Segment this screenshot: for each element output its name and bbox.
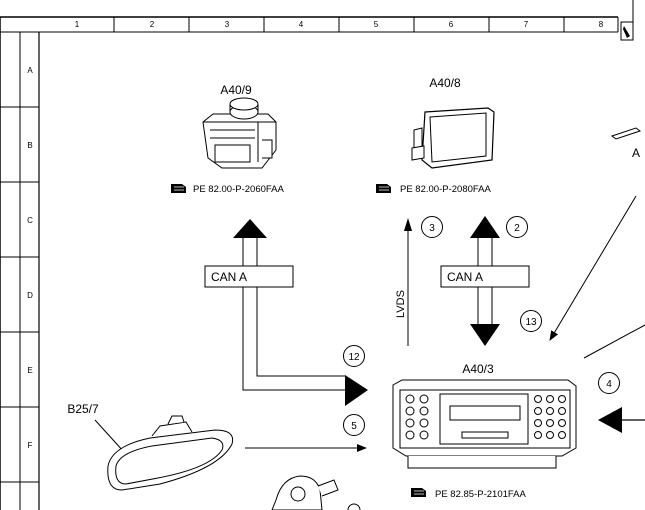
reference-hand-icon xyxy=(376,184,391,193)
can-a-right-label: CAN A xyxy=(447,270,483,284)
lvds-arrow-icon xyxy=(404,218,412,231)
b25-7-leader-line xyxy=(94,419,125,453)
can-arrow-up-left xyxy=(233,219,267,238)
camera-module-icon xyxy=(202,97,277,169)
svg-text:3: 3 xyxy=(429,223,435,234)
can-a-left-label: CAN A xyxy=(211,270,247,284)
col-label: 8 xyxy=(599,20,604,29)
svg-text:2: 2 xyxy=(514,223,520,234)
col-label: 1 xyxy=(75,20,80,29)
col-label: 2 xyxy=(150,20,155,29)
can-a-left-box xyxy=(204,265,294,288)
col-label: 6 xyxy=(449,20,454,29)
a40-8-label: A40/8 xyxy=(429,76,461,90)
line-to-a40-3 xyxy=(549,195,637,341)
column-labels: 1 2 3 4 5 6 7 8 xyxy=(75,20,604,29)
reference-hand-icon xyxy=(171,184,186,193)
svg-text:12: 12 xyxy=(348,352,360,363)
svg-text:5: 5 xyxy=(351,421,357,432)
can-arrow-right-left xyxy=(345,375,368,406)
a40-8-reference[interactable]: PE 82.00-P-2080FAA xyxy=(400,184,491,195)
callout-13[interactable]: 13 xyxy=(520,310,542,332)
col-label: 5 xyxy=(374,20,379,29)
head-unit-icon xyxy=(392,379,577,469)
a40-9-component[interactable]: A40/9 PE 82.00-P-2060FAA xyxy=(171,83,284,195)
row-label: F xyxy=(28,441,33,450)
col-label: 3 xyxy=(225,20,230,29)
can-arrow-down-right xyxy=(470,324,500,346)
row-labels: A B C D E F xyxy=(27,66,33,450)
reference-hand-icon xyxy=(411,488,426,497)
can-a-right-box xyxy=(440,265,530,288)
lvds-label: LVDS xyxy=(395,290,407,318)
mirror-icon xyxy=(107,415,234,491)
arrow-left-right-edge xyxy=(598,407,622,433)
a40-8-component[interactable]: A40/8 PE 82.00-P-2080FAA xyxy=(376,76,495,195)
display-icon xyxy=(411,107,495,169)
callout-3[interactable]: 3 xyxy=(421,216,443,238)
callout-partial xyxy=(347,503,361,510)
row-label: C xyxy=(27,216,33,225)
a40-3-component[interactable]: A40/3 PE 82.85-P-2101FAA xyxy=(392,362,577,500)
partial-bottom-component xyxy=(271,475,339,510)
row-label: D xyxy=(27,291,33,300)
b25-7-label: B25/7 xyxy=(67,402,99,416)
partial-component-right xyxy=(610,127,642,140)
callout-12[interactable]: 12 xyxy=(343,345,365,367)
partial-right-label: A xyxy=(632,146,640,160)
row-label: B xyxy=(27,141,32,150)
a40-9-reference[interactable]: PE 82.00-P-2060FAA xyxy=(193,184,284,195)
col-label: 7 xyxy=(524,20,529,29)
svg-text:13: 13 xyxy=(525,317,537,328)
b25-7-component[interactable]: B25/7 xyxy=(67,402,234,491)
line-right-diagonal xyxy=(583,324,645,359)
a40-3-label: A40/3 xyxy=(462,362,494,376)
callout-4[interactable]: 4 xyxy=(598,372,620,394)
svg-text:4: 4 xyxy=(606,379,612,390)
callout-2[interactable]: 2 xyxy=(506,216,528,238)
row-label: A xyxy=(27,66,33,75)
callout-5[interactable]: 5 xyxy=(343,414,365,436)
a40-9-label: A40/9 xyxy=(220,83,252,97)
row-label: E xyxy=(27,366,32,375)
col-label: 4 xyxy=(299,20,304,29)
can-arrow-up-right xyxy=(470,216,500,238)
can-a-left-bus xyxy=(242,238,345,391)
a40-3-reference[interactable]: PE 82.85-P-2101FAA xyxy=(435,489,526,500)
